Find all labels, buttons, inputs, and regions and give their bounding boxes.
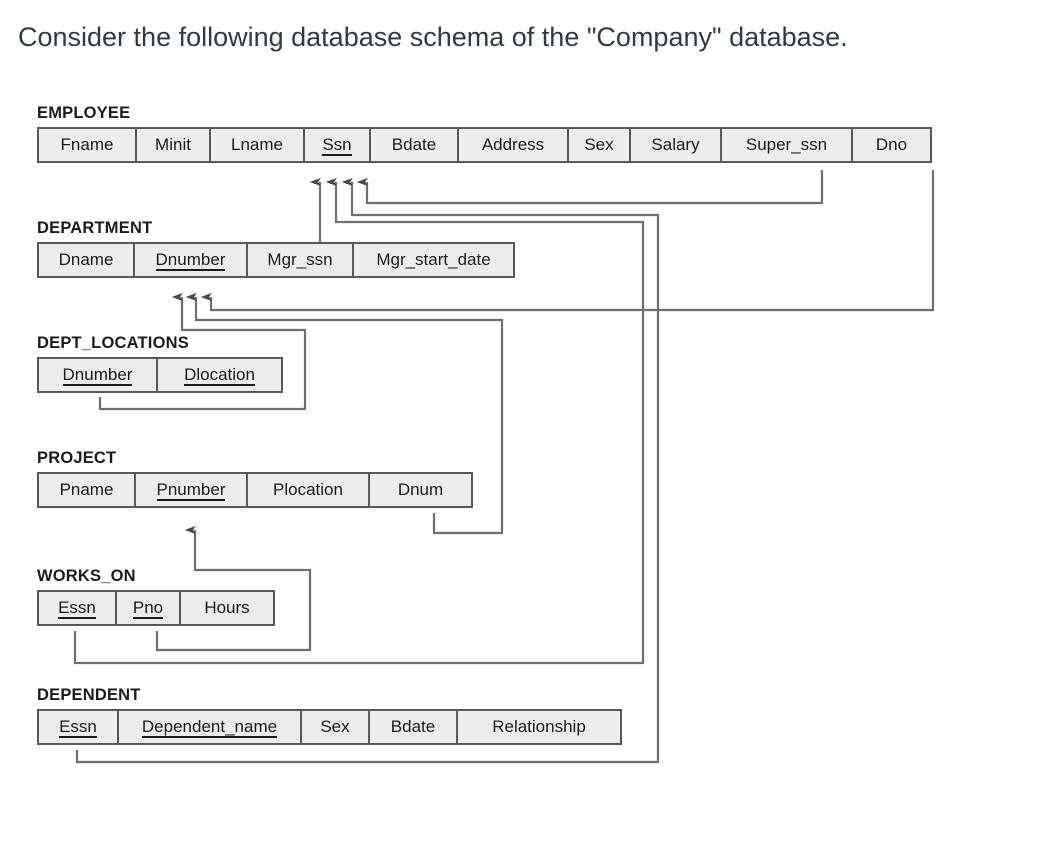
attribute-project-dnum[interactable]: Dnum [370,474,471,506]
attribute-row-dependent: Essn Dependent_name Sex Bdate Relationsh… [37,709,622,745]
attribute-row-works-on: Essn Pno Hours [37,590,275,626]
attribute-dependent-dependent-name[interactable]: Dependent_name [119,711,302,743]
attribute-department-dname[interactable]: Dname [39,244,135,276]
attribute-row-project: Pname Pnumber Plocation Dnum [37,472,473,508]
relation-name-department: DEPARTMENT [37,219,153,237]
attribute-dependent-sex[interactable]: Sex [302,711,370,743]
attribute-employee-fname[interactable]: Fname [39,129,137,161]
relation-works-on: WORKS_ON Essn Pno Hours [37,567,275,626]
relation-name-dependent: DEPENDENT [37,686,141,704]
page-title: Consider the following database schema o… [18,22,848,52]
attribute-works-on-hours[interactable]: Hours [181,592,273,624]
attribute-project-pnumber[interactable]: Pnumber [136,474,248,506]
attribute-row-department: Dname Dnumber Mgr_ssn Mgr_start_date [37,242,515,278]
attribute-employee-dno[interactable]: Dno [853,129,930,161]
attribute-row-dept-locations: Dnumber Dlocation [37,357,283,393]
relation-employee: EMPLOYEE Fname Minit Lname Ssn Bdate Add… [37,104,932,163]
relation-name-works-on: WORKS_ON [37,567,136,585]
relation-name-employee: EMPLOYEE [37,104,131,122]
attribute-employee-address[interactable]: Address [459,129,569,161]
attribute-dept-locations-dlocation[interactable]: Dlocation [158,359,281,391]
attribute-employee-minit[interactable]: Minit [137,129,211,161]
attribute-employee-sex[interactable]: Sex [569,129,631,161]
relation-name-project: PROJECT [37,449,117,467]
relation-department: DEPARTMENT Dname Dnumber Mgr_ssn Mgr_sta… [37,219,515,278]
attribute-row-employee: Fname Minit Lname Ssn Bdate Address Sex … [37,127,932,163]
attribute-department-mgr-ssn[interactable]: Mgr_ssn [248,244,354,276]
relation-project: PROJECT Pname Pnumber Plocation Dnum [37,449,473,508]
attribute-dept-locations-dnumber[interactable]: Dnumber [39,359,158,391]
attribute-project-pname[interactable]: Pname [39,474,136,506]
attribute-dependent-bdate[interactable]: Bdate [370,711,458,743]
attribute-dependent-relationship[interactable]: Relationship [458,711,620,743]
attribute-employee-lname[interactable]: Lname [211,129,305,161]
relation-dept-locations: DEPT_LOCATIONS Dnumber Dlocation [37,334,283,393]
relation-name-dept-locations: DEPT_LOCATIONS [37,334,189,352]
attribute-employee-bdate[interactable]: Bdate [371,129,459,161]
attribute-works-on-essn[interactable]: Essn [39,592,117,624]
attribute-project-plocation[interactable]: Plocation [248,474,370,506]
attribute-employee-super-ssn[interactable]: Super_ssn [722,129,853,161]
attribute-department-mgr-start-date[interactable]: Mgr_start_date [354,244,513,276]
fk-line-employee-superssn-to-employee-ssn [356,170,824,205]
attribute-employee-ssn[interactable]: Ssn [305,129,371,161]
attribute-dependent-essn[interactable]: Essn [39,711,119,743]
attribute-department-dnumber[interactable]: Dnumber [135,244,248,276]
attribute-employee-salary[interactable]: Salary [631,129,722,161]
attribute-works-on-pno[interactable]: Pno [117,592,181,624]
relation-dependent: DEPENDENT Essn Dependent_name Sex Bdate … [37,686,622,745]
